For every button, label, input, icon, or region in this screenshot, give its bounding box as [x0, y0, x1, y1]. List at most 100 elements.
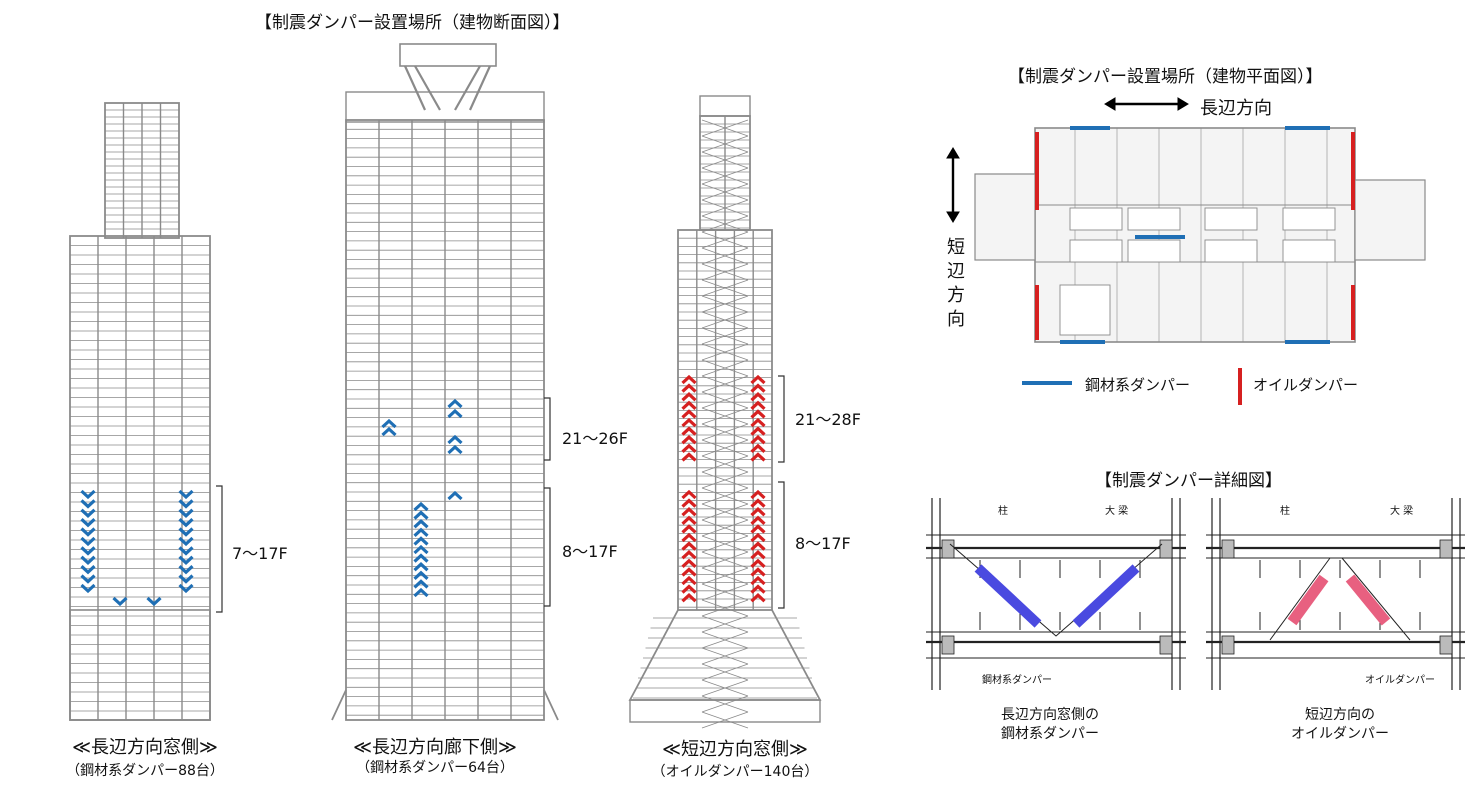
detail-2-damper-body: [1287, 574, 1329, 626]
e2-damper-stack: [413, 562, 429, 572]
e3-oil-damper-upper-left: [681, 443, 697, 453]
e3-oil-damper-lower-right: [750, 550, 766, 560]
detail-2-joint: [1221, 539, 1235, 559]
e2-damper-stack: [413, 510, 429, 520]
e3-oil-damper-lower-left: [681, 507, 697, 517]
e1-damper-left: [80, 527, 96, 537]
e3-core-brace: [701, 391, 749, 409]
e2-damper-stack: [413, 579, 429, 589]
e2-range-bracket-lower: [544, 487, 551, 607]
detail-2-column-label: 柱: [1280, 506, 1290, 517]
plan-core-room: [1069, 239, 1123, 263]
e3-core-brace: [701, 375, 749, 393]
e1-damper-right: [178, 536, 194, 547]
e2-damper: [447, 408, 463, 419]
e1-damper-right: [178, 508, 194, 518]
e3-oil-damper-upper-left: [681, 374, 697, 385]
e3-oil-damper-lower-left: [681, 567, 697, 577]
e3-core-brace: [701, 439, 749, 457]
e1-damper-right: [178, 565, 194, 575]
e1-damper-left: [80, 555, 96, 565]
e3-core-brace: [701, 423, 749, 441]
short-direction-arrow-head-top: [946, 147, 960, 159]
e3-oil-damper-upper-right: [750, 452, 766, 462]
e3-oil-damper-lower-left: [681, 489, 697, 500]
detail-1-damper-body: [974, 564, 1042, 628]
detail-section-title: 【制震ダンパー詳細図】: [1095, 471, 1282, 491]
e3-penthouse: [699, 95, 751, 117]
plan-left-wing: [974, 173, 1036, 261]
detail-1-beam-label: 大 梁: [1105, 506, 1129, 517]
e1-damper-right: [178, 499, 194, 509]
e3-core-brace: [701, 711, 749, 729]
e3-core-brace: [701, 343, 749, 361]
plan-core-room: [1282, 239, 1336, 263]
e3-core-brace: [701, 199, 749, 217]
e3-oil-damper-upper-right: [750, 383, 766, 393]
e3-core-brace: [701, 631, 749, 649]
e2-penthouse: [345, 91, 545, 123]
plan-core-room: [1127, 239, 1181, 263]
e1-damper-left: [80, 546, 96, 556]
e3-core-brace: [701, 535, 749, 553]
short-direction-arrow-head-bottom: [946, 211, 960, 223]
e3-oil-damper-upper-left: [681, 452, 697, 462]
e1-damper-left: [80, 574, 96, 584]
e3-oil-damper-upper-left: [681, 400, 697, 410]
detail-1-damper-body: [1072, 564, 1140, 628]
e3-core-brace: [701, 327, 749, 345]
e3-oil-damper-upper-left: [681, 409, 697, 419]
e3-oil-damper-upper-right: [750, 374, 766, 385]
elevation-3-caption: ≪短辺方向窓側≫: [662, 739, 808, 760]
range-label-e3-lower: 8～17F: [795, 534, 851, 553]
e2-damper: [447, 434, 463, 445]
elevation-3-subcaption: （オイルダンパー140台）: [651, 764, 819, 780]
e3-core-brace: [701, 311, 749, 329]
e2-damper-stack: [413, 587, 429, 598]
e3-oil-damper-lower-right: [750, 584, 766, 594]
e1-damper-right: [178, 583, 194, 594]
e3-oil-damper-lower-right: [750, 515, 766, 525]
elevation-1-subcaption: （鋼材系ダンパー88台）: [66, 763, 224, 779]
e3-oil-damper-upper-right: [750, 409, 766, 419]
e3-oil-damper-lower-left: [681, 515, 697, 525]
e3-oil-damper-lower-right: [750, 541, 766, 551]
plan-stair: [1059, 284, 1111, 336]
detail-2-damper-label: オイルダンパー: [1365, 675, 1435, 686]
e3-oil-damper-lower-right: [750, 532, 766, 543]
e2-crown-frame: [403, 65, 492, 111]
e3-oil-damper-upper-right: [750, 435, 766, 445]
e1-damper-right: [178, 574, 194, 584]
detail-2-joint: [1439, 635, 1453, 655]
e3-core-brace: [701, 183, 749, 201]
plan-core-room: [1282, 207, 1336, 231]
e3-core-brace: [701, 263, 749, 281]
plan-core-room: [1069, 207, 1123, 231]
e3-core-brace: [701, 551, 749, 569]
e2-damper: [447, 490, 463, 501]
e3-oil-damper-lower-right: [750, 489, 766, 500]
e2-damper-stack: [413, 570, 429, 580]
e1-damper-right: [178, 546, 194, 556]
detail-1-column-label: 柱: [998, 506, 1008, 517]
e3-core-brace: [701, 119, 749, 137]
e3-oil-damper-lower-left: [681, 532, 697, 543]
e1-damper-left: [80, 489, 96, 500]
e3-oil-damper-upper-left: [681, 417, 697, 428]
e3-oil-damper-lower-right: [750, 498, 766, 508]
e1-damper-left: [80, 565, 96, 575]
legend-steel-label: 鋼材系ダンパー: [1085, 376, 1191, 394]
e3-core-brace: [701, 519, 749, 537]
e3-core-brace: [701, 599, 749, 617]
long-direction-arrow-head-left: [1104, 97, 1116, 111]
e3-core-brace: [701, 615, 749, 633]
e3-oil-damper-lower-right: [750, 593, 766, 603]
e1-damper-right: [178, 527, 194, 537]
detail-2-joint: [1221, 635, 1235, 655]
plan-core-room: [1204, 207, 1258, 231]
e3-oil-damper-lower-left: [681, 575, 697, 586]
detail-1-caption-line2: 鋼材系ダンパー: [1001, 726, 1099, 742]
plan-core-room: [1204, 239, 1258, 263]
e3-oil-damper-upper-left: [681, 426, 697, 436]
e1-range-bracket: [216, 485, 223, 613]
